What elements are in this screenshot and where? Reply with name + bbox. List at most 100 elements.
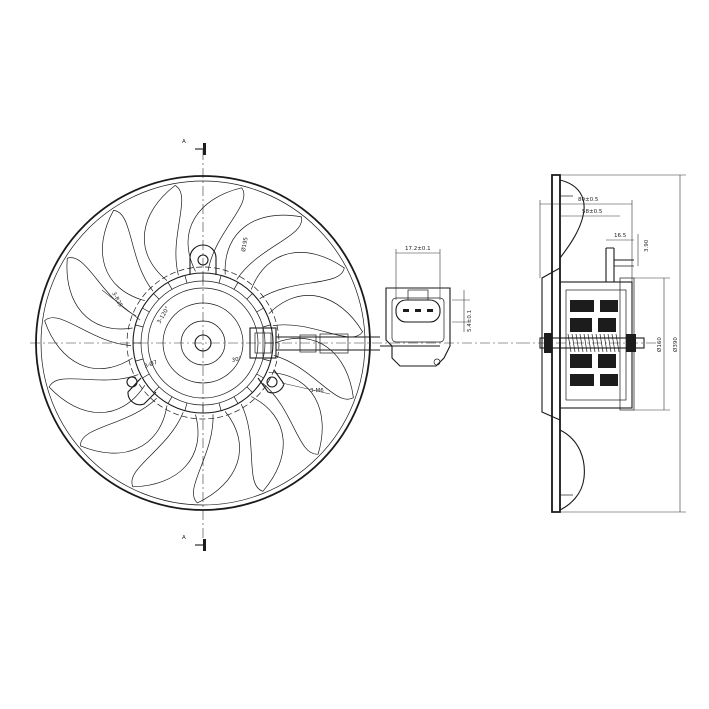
blade-lower — [559, 429, 585, 511]
fan-blade — [193, 411, 240, 504]
section-marker-bottom: A — [182, 535, 206, 551]
connector-latch — [407, 289, 429, 301]
shroud-profile — [551, 174, 561, 513]
bearing-rear — [626, 334, 636, 352]
mount-bracket — [605, 247, 615, 282]
hub-rib — [167, 396, 173, 404]
mounting-lug-top — [189, 244, 217, 275]
connector-pin-2 — [415, 309, 421, 312]
hub-cup — [541, 267, 561, 421]
pcd-circle — [126, 266, 280, 420]
hub-rib — [167, 282, 173, 290]
shaft-circle — [194, 334, 212, 352]
hub-rib — [184, 275, 188, 284]
winding-hatching — [567, 333, 620, 353]
fan-blade — [102, 210, 154, 302]
winding-low-b — [598, 354, 616, 368]
section-marker-top: A — [182, 139, 206, 155]
hub-rib — [153, 386, 160, 393]
dim-hub-label: 3-Ø7 — [143, 359, 158, 370]
dim-side-top-c: 16.5 — [614, 233, 627, 239]
hub-rib — [135, 358, 144, 362]
hub-ring-4 — [162, 302, 244, 384]
winding-mid-b — [598, 318, 616, 332]
hatch-line — [595, 333, 600, 353]
hub-ribs — [133, 273, 273, 413]
dim-ring-label: Ø195 — [240, 236, 250, 252]
hatch-line — [567, 333, 572, 353]
hub-rib — [218, 275, 222, 284]
side-view: 80±0.5 58±0.5 16.5 3.90 Ø160 Ø390 — [520, 174, 686, 513]
fan-blade — [66, 257, 137, 330]
dim-motor-diameter: Ø160 — [656, 337, 663, 352]
hub-rib — [262, 358, 271, 362]
hub-rib — [142, 307, 150, 313]
fan-outer-ring — [35, 175, 371, 511]
hatch-line — [603, 333, 608, 353]
dim-side-top-b: 58±0.5 — [582, 209, 603, 215]
dim-fan-diameter: Ø390 — [672, 337, 679, 352]
dim-connector-width: 17.2±0.1 — [405, 246, 431, 252]
section-marker-bottom-label: A — [182, 535, 186, 541]
hub-rib — [246, 293, 253, 300]
connector-detail: 17.2±0.1 5.4±0.1 — [380, 246, 473, 367]
hatch-line — [583, 333, 588, 353]
dim-leader-arc — [101, 289, 141, 321]
winding-low-a — [570, 354, 592, 368]
fan-blade — [240, 396, 284, 492]
hatch-line — [575, 333, 580, 353]
connector-pin-3 — [427, 309, 433, 312]
hub-rib — [262, 324, 271, 328]
hub-rib — [135, 324, 144, 328]
hatch-line — [607, 333, 612, 353]
motor-shaft — [539, 337, 645, 349]
hatch-line — [587, 333, 592, 353]
hatch-line — [611, 333, 616, 353]
blade-upper — [559, 179, 585, 259]
hub-rib — [153, 293, 160, 300]
winding-top-a — [570, 300, 594, 312]
fan-blades — [44, 184, 364, 504]
dim-side-top-d: 3.90 — [644, 239, 650, 252]
fan-blade — [262, 371, 323, 455]
dim-connector-height: 5.4±0.1 — [467, 310, 473, 332]
mounting-lug-left — [126, 376, 157, 406]
connector-mid — [391, 297, 445, 343]
fan-blade — [250, 252, 345, 299]
winding-mid-a — [570, 318, 592, 332]
hub-connector — [249, 327, 277, 359]
fan-blade — [144, 184, 183, 281]
fan-blade — [48, 374, 146, 413]
hatch-line — [615, 333, 620, 353]
hatch-line — [579, 333, 584, 353]
hub-ring-5 — [180, 320, 226, 366]
hub-rib — [256, 373, 264, 379]
hub-rib — [246, 386, 253, 393]
winding-bot-a — [570, 374, 594, 386]
winding-bot-b — [600, 374, 618, 386]
dim-arc-left-label: 3-R25 — [110, 291, 123, 309]
connector-body — [385, 287, 451, 367]
fan-blade — [224, 214, 302, 280]
hub-rib — [256, 307, 264, 313]
fan-blade — [131, 412, 199, 488]
front-view: Ø195 3-R25 3-120° 30° 3-Ø7 3-M6 — [30, 150, 520, 540]
hub-rib — [218, 402, 222, 411]
connector-pin-1 — [403, 309, 409, 312]
section-marker-top-label: A — [182, 139, 186, 145]
hub-rib — [233, 396, 239, 404]
hatch-line — [571, 333, 576, 353]
fan-blade — [268, 295, 364, 338]
fan-inner-ring — [40, 180, 366, 506]
hub-ring-3 — [147, 287, 259, 399]
dim-leader-side — [281, 382, 331, 395]
connector-hole — [433, 358, 441, 366]
dim-angle-b-label: 30° — [231, 356, 242, 364]
winding-top-b — [600, 300, 618, 312]
mounting-lug-right — [257, 369, 285, 394]
hub-rib — [184, 402, 188, 411]
hatch-line — [591, 333, 596, 353]
dim-side-top-a: 80±0.5 — [578, 197, 599, 203]
hub-rib — [233, 282, 239, 290]
